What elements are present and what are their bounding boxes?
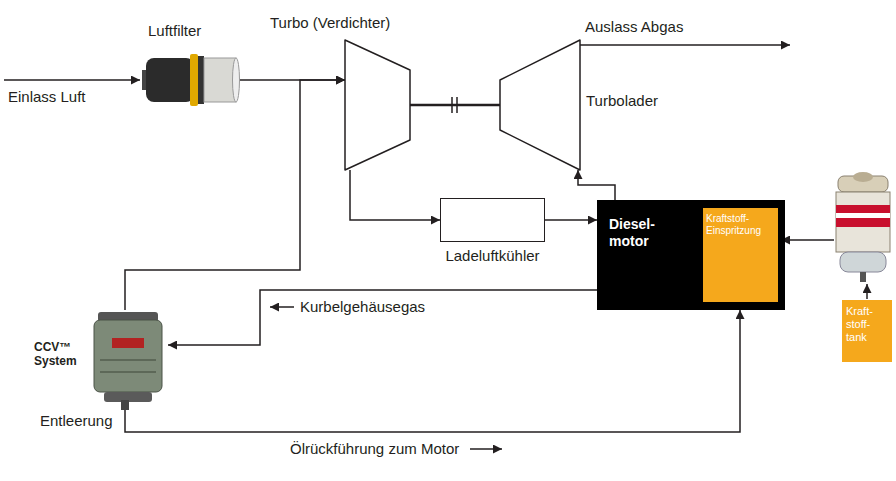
compressor: Turbo (Verdichter) xyxy=(345,40,410,170)
filter-end xyxy=(233,58,240,102)
compressor-shape xyxy=(345,40,410,170)
turbine-shape xyxy=(500,40,580,170)
node-label: Turbo (Verdichter) xyxy=(270,14,390,32)
ccv-body xyxy=(94,320,162,392)
node-label: Kraft- stoff- tank xyxy=(842,300,892,350)
exhaust-arrow xyxy=(580,44,790,46)
node-label: Diesel- motor xyxy=(609,216,673,250)
flow-connector xyxy=(578,170,615,200)
fuel-filter-knob xyxy=(853,172,873,182)
filter-ring xyxy=(198,56,204,104)
direction-arrow xyxy=(470,448,502,450)
flow-connector xyxy=(168,290,597,345)
flow-label: Auslass Abgas xyxy=(585,18,683,36)
fuel-filter-drain xyxy=(860,272,866,282)
fuel-filter-band xyxy=(836,205,890,227)
intercooler: Ladeluftkühler xyxy=(440,198,545,242)
fuel-filter-body xyxy=(836,192,890,252)
filter-housing xyxy=(146,58,194,102)
fuel-filter-bowl xyxy=(840,252,886,272)
ccv-badge xyxy=(112,338,144,348)
filter-element xyxy=(204,58,236,102)
flow-connector xyxy=(545,219,597,221)
flow-connector xyxy=(125,80,345,310)
fuel-arrow xyxy=(781,239,834,241)
node-label: Ladeluftkühler xyxy=(445,247,539,265)
node-label: Turbolader xyxy=(586,92,658,110)
intake-arrow xyxy=(4,79,140,81)
ccv-rib xyxy=(100,359,156,361)
air-filter: Luftfilter xyxy=(142,48,240,112)
fuel-tank: Kraft- stoff- tank xyxy=(842,300,892,362)
ccv-system: CCV™ System xyxy=(88,310,168,410)
node-label: Kraftstoff- Einspritzung xyxy=(703,208,778,241)
filter-clamp xyxy=(190,54,198,106)
drain-label: Entleerung xyxy=(40,412,113,430)
fuel-filter-stripe xyxy=(836,213,890,218)
ccv-rib xyxy=(100,371,156,373)
turbine-outline xyxy=(500,40,580,170)
fuel-arrow xyxy=(866,284,868,299)
shaft-line xyxy=(410,104,500,107)
diesel-engine: Diesel- motor Kraftstoff- Einspritzung xyxy=(597,200,785,310)
turbine: Turbolader xyxy=(500,40,580,170)
flow-connector xyxy=(350,170,440,220)
node-label: CCV™ System xyxy=(34,340,84,369)
edge-label: Ölrückführung zum Motor xyxy=(290,440,459,458)
direction-arrow xyxy=(270,306,294,308)
flow-label: Einlass Luft xyxy=(8,88,86,106)
node-label: Luftfilter xyxy=(148,22,201,40)
fuel-injection: Kraftstoff- Einspritzung xyxy=(703,208,778,302)
ccv-drain xyxy=(121,400,129,410)
compressor-outline xyxy=(345,40,410,170)
edge-label: Kurbelgehäusegas xyxy=(300,298,425,316)
flow-connector xyxy=(125,310,740,432)
